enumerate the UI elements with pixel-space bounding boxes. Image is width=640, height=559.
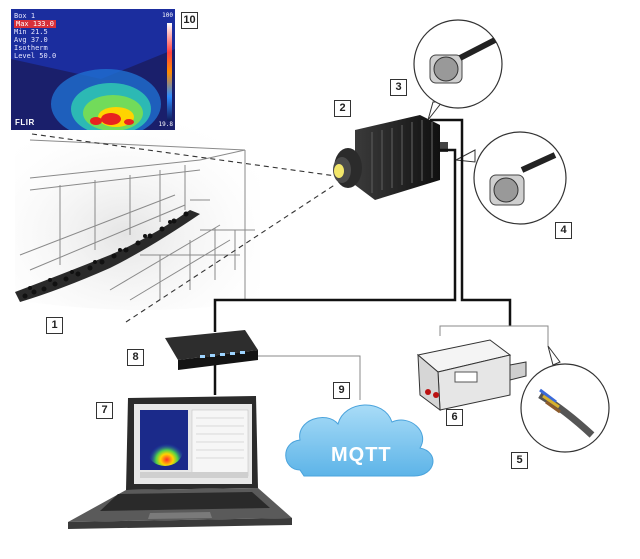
avg-value: 37.0	[30, 36, 48, 44]
callout-9: 9	[333, 382, 350, 399]
isotherm-label: Isotherm	[14, 44, 48, 52]
cable-callout	[520, 345, 610, 453]
mqtt-cloud	[285, 404, 434, 477]
callout-1: 1	[46, 317, 63, 334]
callout-10: 10	[181, 12, 198, 29]
callout-6: 6	[446, 409, 463, 426]
callout-2: 2	[334, 100, 351, 117]
avg-label: Avg	[14, 36, 27, 44]
thermal-hud: Box 1 Max 133.0 Min 21.5 Avg 37.0 Isothe…	[14, 12, 56, 60]
callout-8: 8	[127, 349, 144, 366]
max-label: Max	[16, 20, 29, 28]
avg-row: Avg 37.0	[14, 36, 56, 44]
conveyor-scene	[15, 122, 260, 310]
connector-callout-3	[413, 19, 503, 121]
power-supply-box	[416, 339, 527, 412]
laptop	[68, 396, 292, 529]
connector-callout-4	[454, 131, 567, 225]
level-value: 50.0	[39, 52, 57, 60]
level-row: Level 50.0	[14, 52, 56, 60]
level-label: Level	[14, 52, 36, 60]
flir-logo: FLIR	[15, 118, 35, 127]
camera-field-of-view	[31, 133, 337, 323]
box-label: Box 1	[14, 12, 36, 20]
callout-7: 7	[96, 402, 113, 419]
callout-3: 3	[390, 79, 407, 96]
scale-min: 19.8	[158, 121, 173, 128]
thermal-image-inset: Box 1 Max 133.0 Min 21.5 Avg 37.0 Isothe…	[11, 9, 175, 130]
mqtt-label: MQTT	[331, 444, 392, 466]
callout-4: 4	[555, 222, 572, 239]
network-switch	[165, 330, 258, 370]
color-scale-bar	[167, 23, 172, 121]
max-row: Max 133.0	[14, 20, 56, 28]
max-value: 133.0	[32, 20, 54, 28]
callout-5: 5	[511, 452, 528, 469]
min-value: 21.5	[30, 28, 48, 36]
thin-wiring	[252, 325, 549, 400]
min-label: Min	[14, 28, 27, 36]
thermal-camera	[333, 115, 448, 200]
scale-max: 100	[162, 12, 173, 19]
min-row: Min 21.5	[14, 28, 56, 36]
